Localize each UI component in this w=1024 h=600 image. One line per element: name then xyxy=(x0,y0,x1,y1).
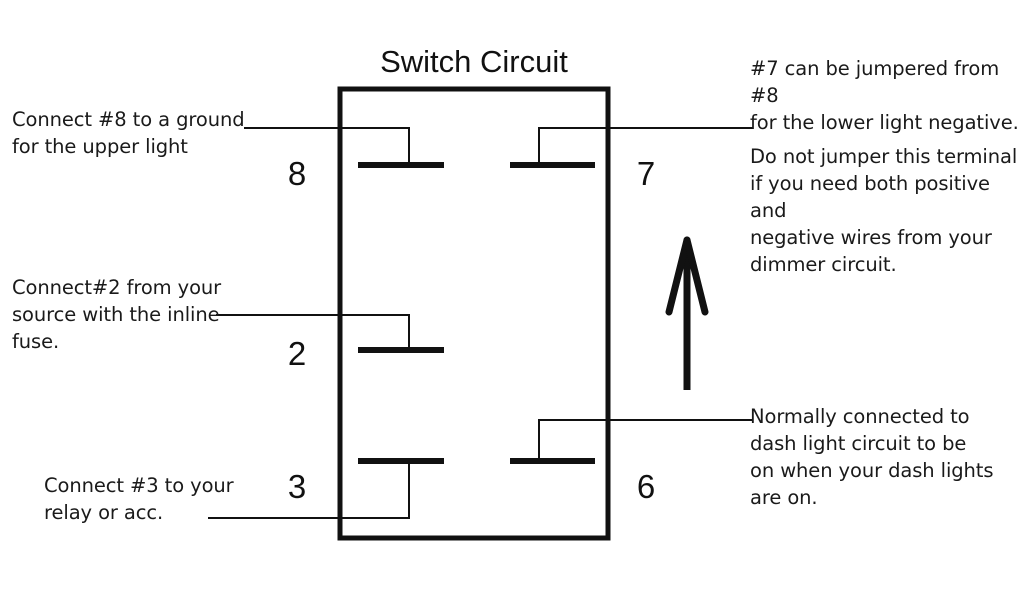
leader-line-terminal-7 xyxy=(538,127,753,165)
annotation-terminal-3: Connect #3 to your relay or acc. xyxy=(44,474,234,524)
annotation-terminal-8: Connect #8 to a ground for the upper lig… xyxy=(12,108,245,158)
terminal-label-6: 6 xyxy=(636,468,656,505)
leader-line-terminal-2 xyxy=(216,314,410,350)
leader-line-terminal-6 xyxy=(538,419,753,461)
annotation-terminal-6: Normally connected to dash light circuit… xyxy=(750,405,994,509)
switch-body-outline xyxy=(337,86,611,541)
annotation-terminal-7-warning: Do not jumper this terminal if you need … xyxy=(750,145,1018,276)
page-title: Switch Circuit xyxy=(380,44,568,79)
up-arrow-icon xyxy=(665,236,709,390)
terminal-label-3: 3 xyxy=(287,468,307,505)
annotation-terminal-7-jumper: #7 can be jumpered from #8 for the lower… xyxy=(750,57,1019,134)
terminal-label-7: 7 xyxy=(636,155,656,192)
terminal-label-8: 8 xyxy=(287,155,307,192)
annotation-terminal-2: Connect#2 from your source with the inli… xyxy=(12,276,222,353)
terminal-label-2: 2 xyxy=(287,335,307,372)
leader-line-terminal-8 xyxy=(244,127,410,165)
leader-line-terminal-3 xyxy=(208,461,410,519)
